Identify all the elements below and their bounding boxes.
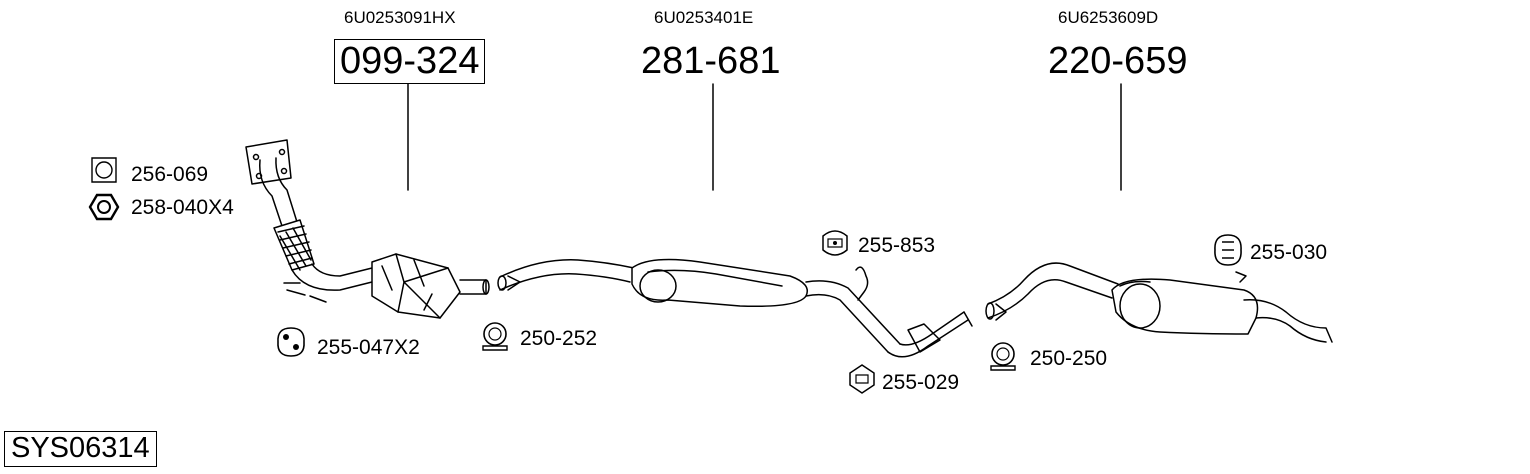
oem-number: 6U0253401E bbox=[654, 8, 754, 27]
accessory-label[interactable]: 250-250 bbox=[1030, 347, 1108, 370]
rubber-mount-icon bbox=[822, 230, 848, 256]
accessory-label[interactable]: 250-252 bbox=[520, 327, 598, 350]
accessory-label[interactable]: 255-030 bbox=[1250, 241, 1328, 264]
rubber-hanger-icon bbox=[277, 327, 305, 357]
part-number[interactable]: 281-681 bbox=[641, 40, 781, 82]
pipe-clamp-icon bbox=[990, 342, 1016, 371]
oem-number: 6U0253091HX bbox=[344, 8, 456, 27]
rear-pipe-silencer bbox=[985, 262, 1333, 343]
accessory-label[interactable]: 255-047X2 bbox=[317, 336, 420, 359]
accessory-label[interactable]: 256-069 bbox=[131, 163, 209, 186]
hex-nut-icon bbox=[88, 193, 120, 221]
rubber-mount-icon bbox=[849, 364, 875, 394]
gasket-icon bbox=[91, 157, 117, 183]
part-number-boxed[interactable]: 099-324 bbox=[334, 39, 486, 84]
front-pipe-catalyst bbox=[245, 139, 490, 319]
rubber-hanger-icon bbox=[1214, 234, 1242, 266]
accessory-label[interactable]: 255-029 bbox=[882, 371, 960, 394]
pipe-clamp-icon bbox=[482, 322, 508, 351]
hanger-bracket bbox=[855, 266, 869, 301]
oem-number: 6U6253609D bbox=[1058, 8, 1159, 27]
accessory-label[interactable]: 255-853 bbox=[858, 234, 936, 257]
system-id: SYS06314 bbox=[4, 431, 157, 467]
accessory-label[interactable]: 258-040X4 bbox=[131, 196, 234, 219]
middle-pipe-muffler bbox=[497, 258, 973, 358]
part-number[interactable]: 220-659 bbox=[1048, 40, 1188, 82]
